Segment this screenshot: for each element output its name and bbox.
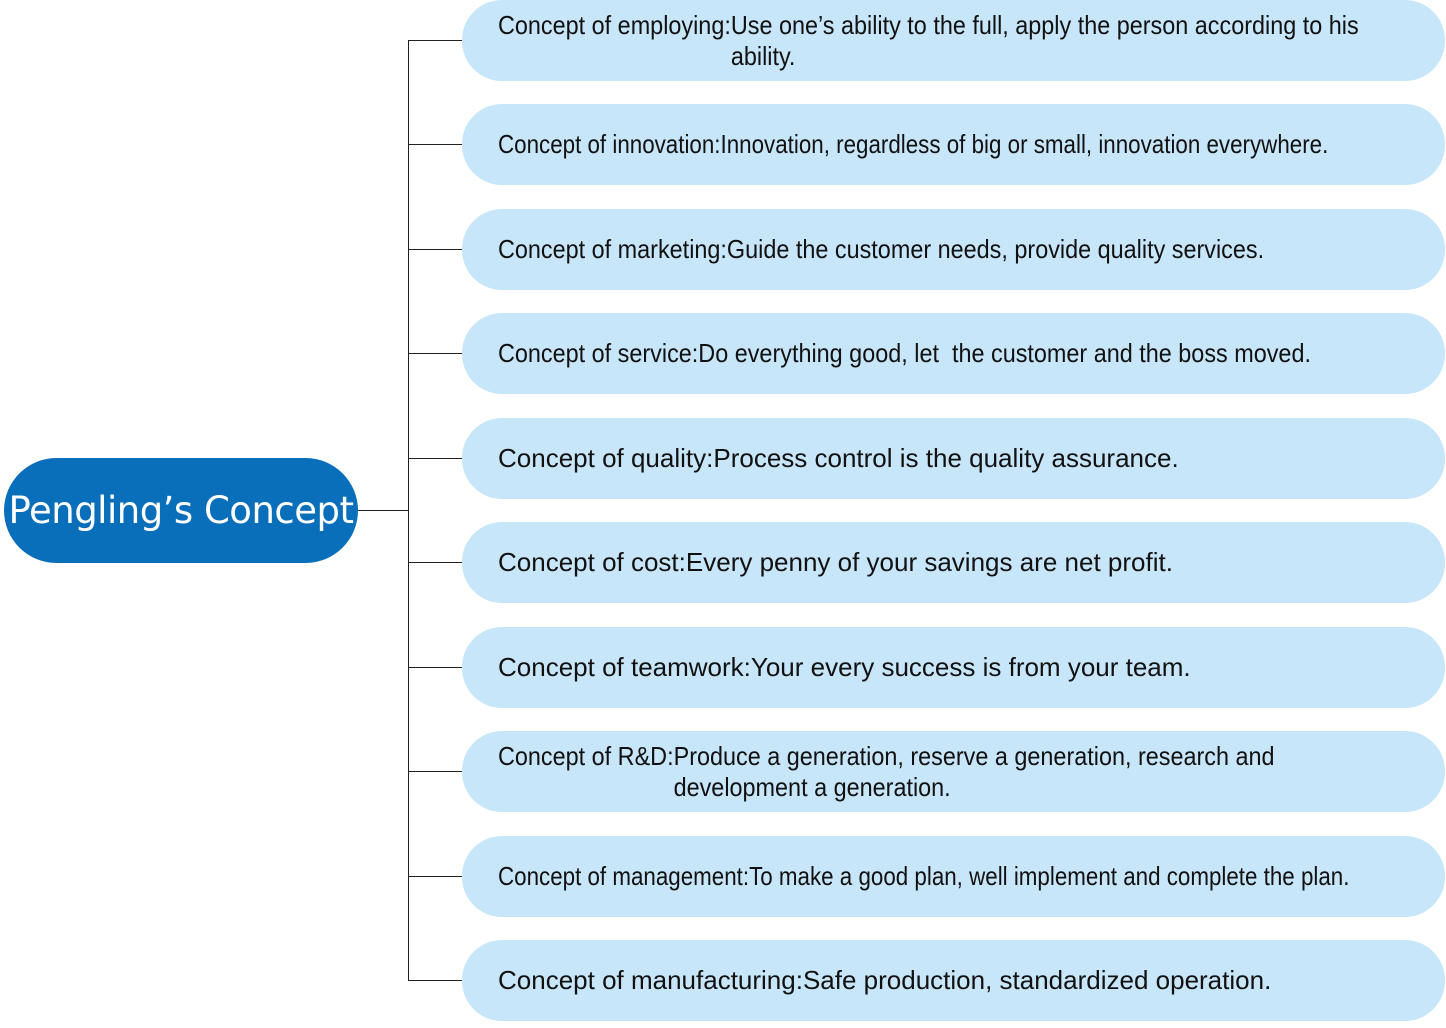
root-node: Pengling’s Concept [4, 458, 358, 563]
branch-box: Concept of employing: Use one’s ability … [462, 0, 1445, 81]
branch-connector [408, 771, 462, 772]
branch-label: Concept of R&D: [498, 740, 674, 771]
branch-employing: Concept of employing: Use one’s ability … [408, 0, 1446, 81]
branch-box: Concept of marketing: Guide the customer… [462, 209, 1445, 290]
branch-label: Concept of marketing: [498, 234, 727, 264]
root-label: Pengling’s Concept [8, 489, 354, 532]
branch-marketing: Concept of marketing: Guide the customer… [408, 209, 1446, 290]
branch-box: Concept of service: Do everything good, … [462, 313, 1445, 394]
branch-rnd: Concept of R&D: Produce a generation, re… [408, 731, 1446, 812]
branch-connector [408, 40, 462, 41]
branch-box: Concept of teamwork: Your every success … [462, 627, 1445, 708]
root-connector [358, 510, 409, 511]
branch-connector [408, 980, 462, 981]
branch-quality: Concept of quality: Process control is t… [408, 418, 1446, 499]
branch-teamwork: Concept of teamwork: Your every success … [408, 627, 1446, 708]
branch-text: Every penny of your savings are net prof… [685, 547, 1173, 577]
branch-connector [408, 876, 462, 877]
branch-box: Concept of management: To make a good pl… [462, 836, 1445, 917]
branch-management: Concept of management: To make a good pl… [408, 836, 1446, 917]
branch-box: Concept of manufacturing: Safe productio… [462, 940, 1445, 1021]
spine-connector [408, 40, 409, 981]
branch-label: Concept of quality: [498, 443, 714, 473]
branch-service: Concept of service: Do everything good, … [408, 313, 1446, 394]
branch-label: Concept of management: [498, 861, 750, 891]
branch-text: Produce a generation, reserve a generati… [673, 740, 1275, 802]
branch-label: Concept of cost: [498, 547, 686, 577]
branch-manufacturing: Concept of manufacturing: Safe productio… [408, 940, 1446, 1021]
branch-connector [408, 562, 462, 563]
branch-connector [408, 667, 462, 668]
branch-label: Concept of innovation: [498, 129, 721, 159]
branch-text: Your every success is from your team. [750, 652, 1191, 682]
branch-text: Guide the customer needs, provide qualit… [726, 234, 1265, 264]
branch-text: Use one’s ability to the full, apply the… [730, 9, 1359, 71]
branch-connector [408, 353, 462, 354]
branch-connector [408, 458, 462, 459]
branch-label: Concept of employing: [498, 9, 731, 40]
branch-text: Innovation, regardless of big or small, … [720, 129, 1329, 159]
branch-text: Safe production, standardized operation. [802, 965, 1272, 995]
branch-text: Do everything good, let the customer and… [698, 338, 1311, 368]
branch-connector [408, 144, 462, 145]
branch-label: Concept of teamwork: [498, 652, 751, 682]
branch-innovation: Concept of innovation: Innovation, regar… [408, 104, 1446, 185]
branch-label: Concept of manufacturing: [498, 965, 803, 995]
branch-text: Process control is the quality assurance… [713, 443, 1179, 473]
branch-text: To make a good plan, well implement and … [749, 861, 1350, 891]
branch-box: Concept of innovation: Innovation, regar… [462, 104, 1445, 185]
branch-box: Concept of quality: Process control is t… [462, 418, 1445, 499]
branch-connector [408, 249, 462, 250]
branch-cost: Concept of cost: Every penny of your sav… [408, 522, 1446, 603]
branch-label: Concept of service: [498, 338, 699, 368]
branch-box: Concept of R&D: Produce a generation, re… [462, 731, 1445, 812]
branch-box: Concept of cost: Every penny of your sav… [462, 522, 1445, 603]
